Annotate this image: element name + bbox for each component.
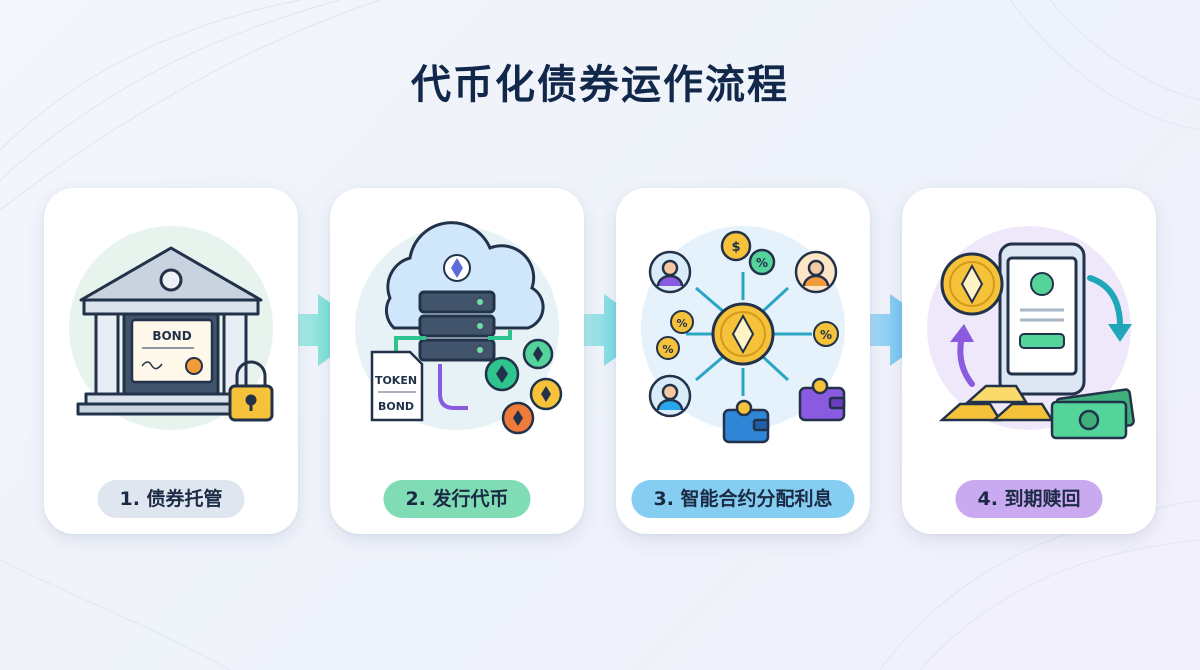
- step-card-3: $ % % % %: [616, 188, 870, 534]
- distribution-arrows-icon: [394, 330, 512, 410]
- step-label-4: 4. 到期赎回: [955, 480, 1103, 518]
- cash-stack-icon: [1050, 388, 1135, 440]
- up-arrow-icon: [950, 324, 975, 387]
- percent-badge-icon: %: [656, 336, 680, 360]
- token-doc-bottom-label: BOND: [378, 400, 414, 413]
- percent-badge-icon: %: [748, 248, 776, 276]
- percent-badge-icon: %: [670, 310, 694, 334]
- return-arrow-icon: [1087, 275, 1132, 342]
- step-card-1: BOND 1. 债券托管: [44, 188, 298, 534]
- percent-badge-icon: %: [813, 321, 839, 347]
- user-avatar-icon: [648, 250, 692, 294]
- step-label-2: 2. 发行代币: [383, 480, 531, 518]
- token-doc-top-label: TOKEN: [375, 374, 417, 387]
- crypto-coins-icon: [484, 338, 563, 435]
- bank-custody-illustration: BOND: [69, 226, 274, 430]
- token-bond-document-icon: TOKEN BOND: [370, 350, 424, 422]
- gold-bars-icon: [938, 384, 1055, 422]
- redemption-illustration: [927, 226, 1135, 440]
- bond-certificate-label: BOND: [152, 329, 191, 343]
- step-label-3: 3. 智能合约分配利息: [631, 480, 855, 518]
- percent-symbol: %: [662, 343, 673, 356]
- bond-certificate-icon: BOND: [130, 318, 214, 384]
- dollar-symbol: $: [731, 240, 740, 255]
- step-label-1: 1. 债券托管: [97, 480, 245, 518]
- token-issuance-illustration: TOKEN BOND: [355, 221, 563, 435]
- percent-symbol: %: [756, 256, 768, 270]
- radial-arrows-icon: [686, 272, 812, 396]
- wallet-icon: [722, 399, 770, 444]
- phone-icon: [998, 242, 1086, 396]
- server-stack-icon: [418, 290, 496, 362]
- step-card-4: 4. 到期赎回: [902, 188, 1156, 534]
- page-title: 代币化债券运作流程: [411, 62, 789, 108]
- user-avatar-icon: [648, 374, 692, 418]
- dollar-coin-icon: $: [720, 230, 752, 262]
- user-avatar-icon: [794, 250, 838, 294]
- ethereum-coin-icon: [940, 252, 1004, 316]
- ethereum-coin-icon: [711, 302, 775, 366]
- smart-contract-illustration: $ % % % %: [641, 226, 846, 444]
- wallet-icon: [798, 377, 846, 422]
- step-card-2: TOKEN BOND 2. 发行代币: [330, 188, 584, 534]
- percent-symbol: %: [676, 317, 687, 330]
- lock-icon: [228, 360, 274, 422]
- percent-symbol: %: [820, 328, 832, 342]
